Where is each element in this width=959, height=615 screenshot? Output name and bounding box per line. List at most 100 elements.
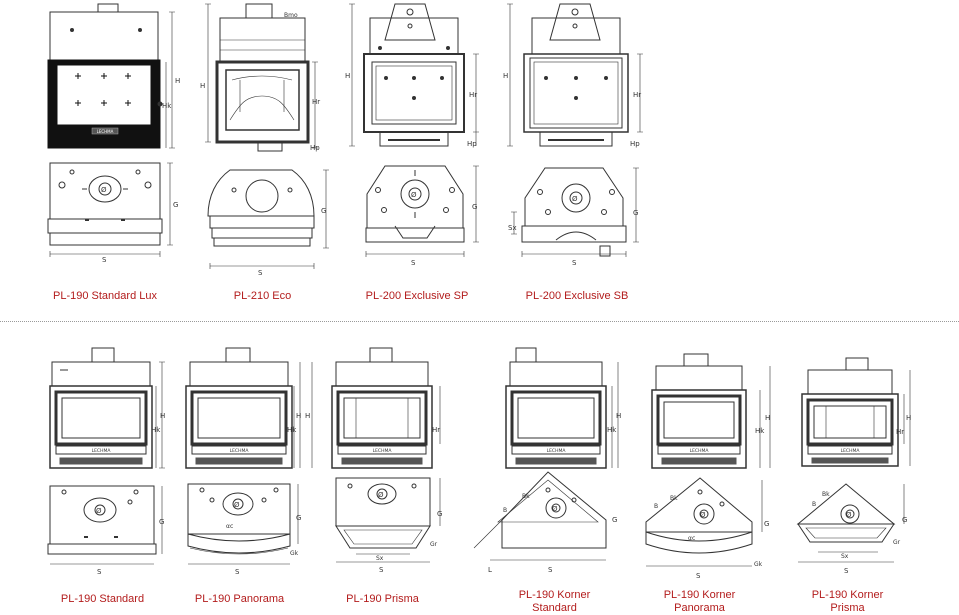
- pl190-korner-standard-top-view: S L G B Bk Ø: [473, 471, 617, 574]
- dim-g: G: [764, 520, 769, 528]
- dim-g: G: [437, 510, 442, 518]
- caption-line-1: PL-190 Korner: [518, 589, 591, 601]
- caption-pl200-exclusive-sb: PL-200 Exclusive SB: [525, 290, 629, 302]
- dim-h: H: [616, 412, 621, 420]
- dim-hp: Hp: [630, 140, 640, 148]
- dim-g: G: [472, 203, 477, 211]
- dim-gr: Gr: [430, 541, 438, 548]
- dim-g: G: [633, 209, 638, 217]
- dim-gk: Gk: [290, 550, 299, 557]
- dim-bk: Bk: [670, 495, 678, 502]
- pl190-prisma-front-view: LECHMA H Hr: [305, 347, 441, 469]
- caption-line-1: PL-190 Korner: [663, 589, 736, 601]
- dim-s: S: [379, 566, 384, 574]
- brand-label: LECHMA: [230, 448, 250, 454]
- dim-hk: Hk: [755, 427, 765, 435]
- dim-h: H: [503, 72, 508, 80]
- caption-line-2: Prisma: [830, 602, 865, 614]
- dim-h: H: [345, 72, 350, 80]
- dim-h: H: [160, 412, 165, 420]
- row-separator: [0, 321, 959, 322]
- dim-g: G: [296, 514, 301, 522]
- dim-hk: Hk: [162, 102, 172, 110]
- pl200-exclusive-sp-front-view: H Hr Hp: [345, 3, 479, 148]
- pl190-panorama-top-view: S G Gk αc Ø: [187, 483, 301, 576]
- pl210-eco-front-view: H Hr Hp Bmo: [200, 3, 320, 152]
- dim-gk: Gk: [754, 561, 763, 568]
- dim-sx: Sx: [376, 555, 384, 562]
- dim-hp: Hp: [467, 140, 477, 148]
- dim-s: S: [844, 567, 849, 575]
- pl190-panorama-front-view: LECHMA H Hk: [185, 347, 301, 469]
- caption-pl190-korner-prisma: PL-190 Korner Prisma: [790, 589, 905, 615]
- pl190-korner-prisma-front-view: LECHMA H Hr: [801, 357, 911, 467]
- dim-gr: Gr: [893, 539, 901, 546]
- caption-pl190-korner-panorama: PL-190 Korner Panorama: [642, 589, 757, 615]
- pl190-korner-standard-front-view: LECHMA H Hk: [505, 347, 621, 469]
- pl190-korner-panorama-top-view: S G Gk B Bk αc Ø: [645, 477, 769, 580]
- pl190-standard-lux-top-view: S G Ø: [47, 162, 178, 264]
- caption-pl210-eco: PL-210 Eco: [233, 290, 292, 302]
- pl190-korner-panorama-front-view: LECHMA H Hk: [651, 353, 771, 469]
- dim-b: B: [812, 501, 816, 508]
- dim-s: S: [696, 572, 701, 580]
- pl200-exclusive-sp-top-view: S G Ø: [365, 165, 479, 267]
- dim-alpha-c: αc: [226, 523, 233, 530]
- dim-g: G: [159, 518, 164, 526]
- dim-s: S: [102, 256, 107, 264]
- caption-pl190-korner-standard: PL-190 Korner Standard: [497, 589, 612, 615]
- caption-pl190-standard-lux: PL-190 Standard Lux: [53, 290, 157, 302]
- caption-line-1: PL-190 Korner: [811, 589, 884, 601]
- dim-hr: Hr: [633, 91, 641, 99]
- dim-hr: Hr: [432, 426, 440, 434]
- dim-sx: Sx: [508, 224, 517, 232]
- brand-label: LECHMA: [547, 448, 567, 454]
- caption-line-2: Standard: [532, 602, 577, 614]
- dim-phi: Ø: [96, 507, 102, 515]
- dim-phi: Ø: [846, 511, 852, 519]
- pl200-exclusive-sb-front-view: H Hr Hp: [503, 3, 643, 148]
- caption-line-2: Panorama: [674, 602, 725, 614]
- brand-label: LECHMA: [373, 448, 393, 454]
- caption-pl200-exclusive-sp: PL-200 Exclusive SP: [365, 290, 469, 302]
- pl190-korner-prisma-top-view: Sx S G Gr B Bk Ø: [796, 483, 907, 575]
- dim-hk: Hk: [151, 426, 161, 434]
- caption-pl190-prisma: PL-190 Prisma: [346, 593, 419, 605]
- dim-alpha-c: αc: [688, 535, 695, 542]
- dim-phi: Ø: [378, 491, 384, 499]
- dim-phi: Ø: [411, 191, 417, 199]
- dim-g: G: [612, 516, 617, 524]
- dim-l: L: [488, 566, 492, 574]
- brand-label: LECHMA: [690, 448, 710, 454]
- brand-label: LECHMA: [841, 448, 861, 454]
- dim-g: G: [321, 207, 326, 215]
- dim-g: G: [902, 516, 907, 524]
- pl190-prisma-top-view: Sx S G Gr Ø: [335, 477, 442, 574]
- dim-phi: Ø: [552, 505, 558, 513]
- dim-h: H: [296, 412, 301, 420]
- dim-bmo: Bmo: [284, 12, 298, 19]
- dim-bk: Bk: [522, 493, 530, 500]
- dim-s: S: [548, 566, 553, 574]
- dim-hr: Hr: [312, 98, 320, 106]
- dim-s: S: [411, 259, 416, 267]
- pl190-standard-lux-front-view: LECHMA H Hk: [47, 3, 180, 149]
- dim-hp: Hp: [310, 144, 320, 152]
- dim-bk: Bk: [822, 491, 830, 498]
- dim-phi: Ø: [572, 195, 578, 203]
- dim-b: B: [654, 503, 658, 510]
- dim-s: S: [572, 259, 577, 267]
- dim-h: H: [765, 414, 770, 422]
- dim-g: G: [173, 201, 178, 209]
- pl190-standard-front-view: LECHMA H Hk: [49, 347, 165, 469]
- dim-phi: Ø: [234, 501, 240, 509]
- dim-h: H: [906, 414, 911, 422]
- brand-label: LECHMA: [92, 448, 112, 454]
- caption-pl190-panorama: PL-190 Panorama: [194, 593, 285, 605]
- dim-h: H: [200, 82, 205, 90]
- dim-phi: Ø: [101, 186, 107, 194]
- pl210-eco-top-view: S G: [207, 169, 329, 277]
- dim-sx: Sx: [841, 553, 849, 560]
- dim-s: S: [235, 568, 240, 576]
